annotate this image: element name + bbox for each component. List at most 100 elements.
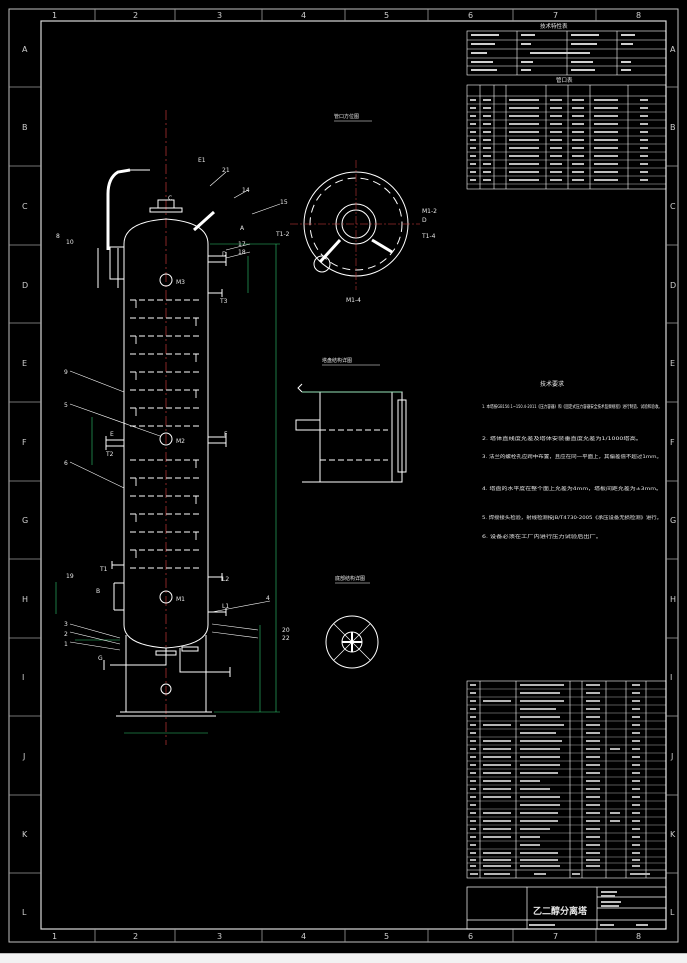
requirement-item: 5. 焊接接头检验，射线检测按JB/T4730-2005《承压设备无损检测》进行… — [482, 514, 662, 521]
row-label: C — [670, 202, 676, 211]
col-label: 4 — [301, 932, 306, 941]
row-label: A — [670, 45, 676, 54]
label-t2: T2 — [105, 451, 114, 458]
dimension-lines — [55, 243, 280, 734]
row-label: G — [22, 516, 28, 525]
inner-frame — [40, 20, 667, 930]
zone-ticks — [9, 9, 678, 942]
row-labels-left: A B C D E F G H I J K L — [22, 45, 28, 917]
drawing-title: 乙二醇分离塔 — [533, 905, 588, 917]
label-21: 21 — [222, 167, 230, 174]
row-label: J — [670, 752, 673, 761]
tech-spec-table: 技术特性表 — [466, 22, 667, 76]
outer-frame — [8, 8, 679, 943]
tech-spec-title: 技术特性表 — [540, 22, 568, 30]
row-label: F — [670, 438, 675, 447]
label-9: 9 — [64, 369, 68, 376]
col-label: 3 — [217, 11, 222, 20]
label-20: 20 — [282, 627, 290, 634]
row-label: I — [670, 673, 672, 682]
label-m1: M1 — [176, 596, 185, 603]
row-label: B — [22, 123, 28, 132]
label-4: 4 — [266, 595, 270, 602]
status-bar — [0, 953, 687, 963]
label-22: 22 — [282, 635, 290, 642]
label-d: D — [222, 251, 227, 258]
requirement-item: 6. 设备必须在工厂内进行压力试验后出厂。 — [482, 533, 602, 540]
col-label: 2 — [133, 932, 138, 941]
label-l2: L2 — [222, 576, 229, 583]
label-e1: E1 — [198, 157, 206, 164]
label-b: B — [96, 588, 100, 595]
row-label: K — [22, 830, 28, 839]
label-m12: M1-2 — [422, 208, 437, 215]
orientation-view: 管口方位图 M1-2 D T1-4 M1-4 T1-2 — [275, 113, 437, 304]
column-labels-bottom: 1 2 3 4 5 6 7 8 — [52, 932, 641, 941]
col-label: 2 — [133, 11, 138, 20]
top-view-title: 管口方位图 — [334, 113, 359, 120]
top-nozzle — [157, 199, 175, 209]
col-label: 5 — [384, 11, 389, 20]
row-label: F — [22, 438, 27, 447]
parts-list-cells — [470, 684, 650, 875]
row-labels-right: A B C D E F G H I J K L — [670, 45, 676, 917]
row-label: L — [670, 908, 675, 917]
label-f: F — [224, 431, 228, 438]
manhole-m2 — [159, 432, 173, 446]
tray-detail-view: 塔盘结构详图 — [295, 357, 407, 483]
label-1: 1 — [64, 641, 68, 648]
col-label: 6 — [468, 932, 473, 941]
label-5: 5 — [64, 402, 68, 409]
row-label: B — [670, 123, 676, 132]
row-label: J — [22, 752, 25, 761]
col-label: 1 — [52, 11, 57, 20]
label-a: A — [240, 225, 245, 232]
label-m3: M3 — [176, 279, 185, 286]
row-label: E — [22, 359, 27, 368]
label-3: 3 — [64, 621, 68, 628]
row-label: H — [670, 595, 676, 604]
row-label: D — [22, 281, 28, 290]
label-15: 15 — [280, 199, 288, 206]
col-label: 7 — [553, 932, 558, 941]
row-label: C — [22, 202, 28, 211]
requirement-item: 4. 塔盘的水平度在整个面上允差为4mm，塔板间距允差为±3mm。 — [482, 485, 662, 492]
col-label: 3 — [217, 932, 222, 941]
label-m14: M1-4 — [346, 297, 361, 304]
downcomers — [135, 300, 197, 558]
col-label: 8 — [636, 932, 641, 941]
label-19: 19 — [66, 573, 74, 580]
requirement-item: 2. 塔体直线度允差及塔体安装垂直度允差为1/1000塔高。 — [482, 435, 642, 442]
manhole-m3 — [159, 273, 173, 287]
label-8: 8 — [56, 233, 60, 240]
manhole-m1 — [159, 590, 173, 604]
label-e: E — [110, 431, 114, 438]
col-label: 1 — [52, 932, 57, 941]
column-labels-top: 1 2 3 4 5 6 7 8 — [52, 11, 641, 20]
bottom-detail-view: 底部结构详图 — [325, 575, 379, 669]
nozzle-table: 管口表 — [466, 76, 667, 190]
row-label: I — [22, 673, 24, 682]
parts-list-table — [466, 680, 667, 879]
label-top-d: D — [422, 217, 427, 224]
top-head — [123, 218, 209, 245]
skirt-access-opening — [160, 683, 172, 695]
tray-set — [130, 299, 202, 569]
label-c: C — [168, 195, 172, 202]
column-elevation — [116, 110, 216, 745]
label-t1: T1 — [99, 566, 108, 573]
label-m2: M2 — [176, 438, 185, 445]
technical-requirements: 技术要求 1. 本塔按GB150.1~150.4-2011《压力容器》和《固定式… — [482, 380, 662, 540]
leader-lines — [69, 171, 281, 651]
label-2: 2 — [64, 631, 68, 638]
label-g: G — [98, 655, 103, 662]
col-label: 7 — [553, 11, 558, 20]
label-10: 10 — [66, 239, 74, 246]
label-6: 6 — [64, 460, 68, 467]
requirement-item: 1. 本塔按GB150.1~150.4-2011《压力容器》和《固定式压力容器安… — [482, 403, 662, 410]
label-t14: T1-4 — [421, 233, 436, 240]
label-t12: T1-2 — [275, 231, 290, 238]
